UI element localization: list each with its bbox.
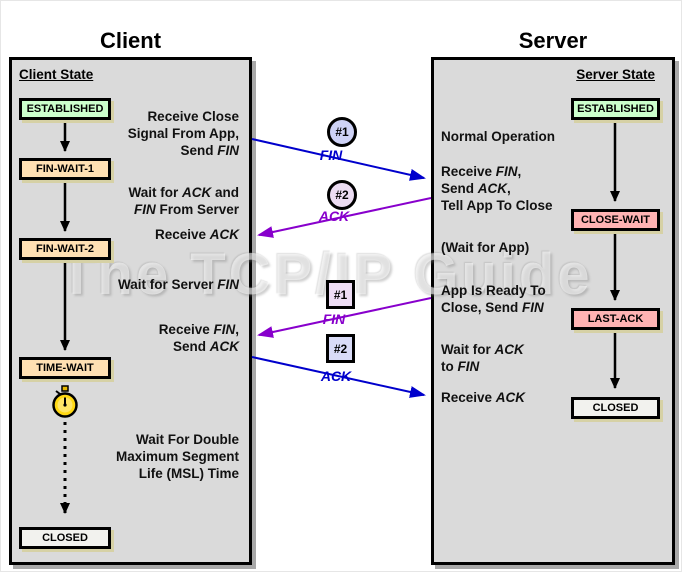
client-state-established: ESTABLISHED (19, 98, 111, 120)
server-state-last-ack: LAST-ACK (571, 308, 660, 330)
server-annotation-receive-fin: Receive FIN,Send ACK,Tell App To Close (441, 164, 553, 213)
server-title: Server (518, 28, 588, 53)
message-label-fin-2: FIN (322, 311, 346, 327)
client-state-fin-wait-2: FIN-WAIT-2 (19, 238, 111, 260)
server-state-closed: CLOSED (571, 397, 660, 419)
server-annotation-wait-for-app: (Wait for App) (441, 240, 530, 255)
server-state-established: ESTABLISHED (571, 98, 660, 120)
server-annotation-receive-ack: Receive ACK (441, 390, 526, 405)
client-annotation-receive-fin-send-ack: Receive FIN,Send ACK (158, 322, 239, 354)
message-label-fin-1: FIN (319, 147, 343, 163)
client-panel (9, 57, 252, 565)
client-annotation-receive-ack: Receive ACK (154, 227, 239, 242)
client-annotation-wait-server-fin: Wait for Server FIN (117, 277, 239, 292)
client-state-time-wait: TIME-WAIT (19, 357, 111, 379)
message-badge-2-circle: #2 (327, 180, 357, 210)
message-badge-1-square: #1 (326, 280, 355, 309)
server-state-header: Server State (576, 67, 655, 82)
server-state-close-wait: CLOSE-WAIT (571, 209, 660, 231)
timer-stopwatch-icon (52, 385, 78, 418)
client-title: Client (99, 28, 162, 53)
message-label-ack-1: ACK (318, 208, 350, 224)
client-state-closed: CLOSED (19, 527, 111, 549)
message-label-ack-2: ACK (320, 368, 352, 384)
message-badge-2-square: #2 (326, 334, 355, 363)
server-annotation-normal-operation: Normal Operation (441, 129, 556, 144)
message-badge-1-circle: #1 (327, 117, 357, 147)
client-state-fin-wait-1: FIN-WAIT-1 (19, 158, 111, 180)
client-state-header: Client State (19, 67, 94, 82)
